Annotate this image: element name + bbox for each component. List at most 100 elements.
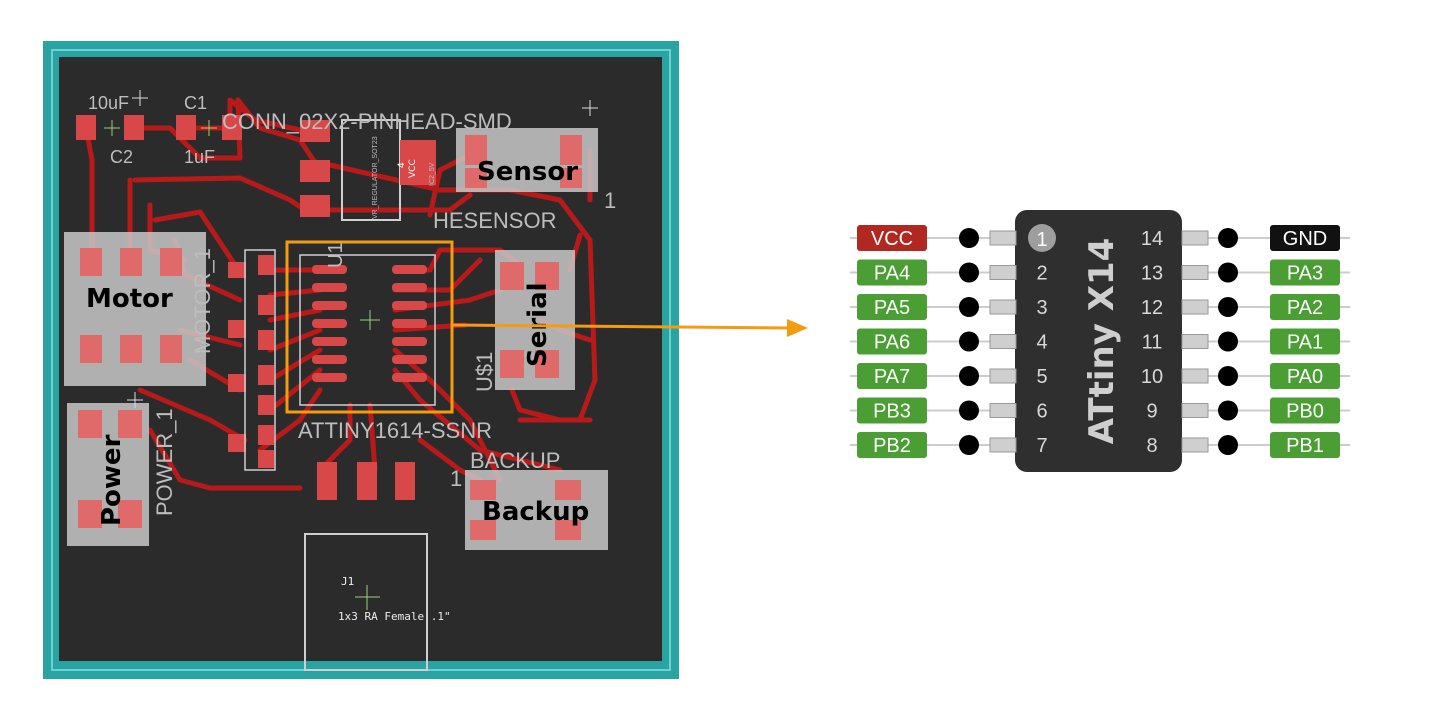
pin-dot bbox=[1218, 228, 1238, 248]
pin-leg bbox=[1181, 334, 1209, 349]
pin-dot bbox=[959, 297, 979, 317]
power-zone-label: Power bbox=[97, 434, 127, 526]
pin-label: PA2 bbox=[1287, 297, 1323, 319]
pin-number: 8 bbox=[1146, 435, 1157, 457]
left-pin-row: PA4 2 bbox=[850, 259, 1048, 286]
pin-leg bbox=[1181, 437, 1209, 453]
sensor-number: 1 bbox=[604, 188, 616, 213]
pin-label: PA1 bbox=[1287, 332, 1323, 354]
pin-label-badge bbox=[1270, 259, 1340, 286]
cap-10uf-label: 10uF bbox=[88, 93, 129, 113]
cap-c2-label: C2 bbox=[110, 147, 133, 167]
pin-label-badge bbox=[1270, 294, 1340, 320]
pin-dot bbox=[959, 366, 979, 386]
pin-number: 10 bbox=[1141, 366, 1163, 388]
pin-label-badge bbox=[1270, 397, 1340, 424]
cap-1uf-label: 1uF bbox=[184, 147, 215, 167]
pin-number: 9 bbox=[1146, 401, 1157, 423]
pin-dot bbox=[959, 435, 979, 455]
pin-label: PA6 bbox=[874, 332, 910, 354]
right-pin-row: PB0 9 bbox=[1146, 397, 1350, 424]
pin-label: PA0 bbox=[1287, 366, 1323, 388]
j1-label: J1 bbox=[341, 575, 354, 588]
motor-silk-label: MOTOR_1 bbox=[190, 248, 215, 354]
regulator-label: VR_REGULATOR_SOT23 bbox=[372, 136, 379, 219]
ic-name-label: ATTINY1614-SSNR bbox=[298, 418, 492, 443]
pin-label-badge bbox=[857, 432, 927, 458]
pin1-marker-text: 1 bbox=[1036, 229, 1047, 251]
u1-label: U1 bbox=[325, 242, 347, 268]
pin-number: 6 bbox=[1036, 401, 1047, 423]
pin1-marker bbox=[1028, 224, 1056, 252]
pin-leg bbox=[989, 403, 1017, 418]
capacitor-pads bbox=[76, 115, 242, 140]
pin-leg bbox=[1181, 299, 1209, 315]
j1-connector bbox=[304, 533, 428, 671]
backup-silk-label: BACKUP bbox=[470, 448, 560, 473]
pin-label-badge bbox=[1270, 363, 1340, 389]
pin-label-badge bbox=[857, 397, 927, 424]
pin-leg bbox=[989, 334, 1017, 349]
pin-label-badge bbox=[857, 363, 927, 389]
pin-dot bbox=[1218, 262, 1238, 283]
pin-label-badge bbox=[857, 259, 927, 286]
pin-label: PB2 bbox=[873, 435, 911, 457]
left-pin-row: VCC bbox=[850, 225, 1017, 251]
header-pads bbox=[300, 119, 436, 221]
pin-dot bbox=[1218, 400, 1238, 421]
pin-dot bbox=[1218, 435, 1238, 455]
reg-ic-label: IC2_5V bbox=[429, 162, 436, 186]
hesensor-label: HESENSOR bbox=[433, 208, 556, 233]
reg-pad-number: 4 bbox=[397, 162, 407, 168]
right-pin-row: PA0 10 bbox=[1141, 363, 1350, 389]
pin-label: PA4 bbox=[874, 263, 910, 285]
pin-label-badge bbox=[857, 225, 927, 251]
pin-number: 13 bbox=[1141, 263, 1163, 285]
pin-dot bbox=[1218, 366, 1238, 386]
callout-arrow bbox=[451, 319, 808, 337]
zone-pads bbox=[78, 135, 582, 540]
pin-number: 12 bbox=[1141, 297, 1163, 319]
ic-highlight-box bbox=[285, 240, 454, 414]
pin-number: 7 bbox=[1036, 435, 1047, 457]
backup-number: 1 bbox=[450, 466, 462, 491]
pin-dot bbox=[1218, 331, 1238, 352]
chip-name: ATtiny X14 bbox=[1082, 238, 1122, 445]
pin-label: GND bbox=[1283, 228, 1327, 250]
pin-number: 11 bbox=[1142, 332, 1163, 354]
pin-leg bbox=[989, 265, 1017, 280]
right-pin-row: GND 14 bbox=[1141, 225, 1350, 251]
pin-label: PB3 bbox=[873, 401, 911, 423]
pin-leg bbox=[1181, 403, 1209, 418]
resistor-pads bbox=[228, 249, 276, 471]
right-pin-row: PA2 12 bbox=[1141, 294, 1350, 320]
pin-leg bbox=[989, 299, 1017, 315]
backup-zone-label: Backup bbox=[482, 497, 589, 527]
pin-label: PB0 bbox=[1286, 401, 1324, 423]
pin-dot bbox=[959, 400, 979, 421]
pin-leg bbox=[1181, 368, 1209, 384]
pin-number: 14 bbox=[1141, 228, 1163, 250]
pin-leg bbox=[989, 437, 1017, 453]
pin-label-badge bbox=[1270, 225, 1340, 251]
pin-label-badge bbox=[1270, 328, 1340, 355]
reg-pad-label: VCC bbox=[408, 159, 418, 178]
pin-label: PA5 bbox=[874, 297, 910, 319]
pin-dot bbox=[959, 262, 979, 283]
cap-c1-label: C1 bbox=[184, 93, 207, 113]
left-pin-row: PB3 6 bbox=[850, 397, 1048, 424]
origin-marks bbox=[127, 90, 598, 408]
pin-label-badge bbox=[1270, 432, 1340, 458]
pin-dot bbox=[959, 228, 979, 248]
conn-header-label: CONN_02X2-PINHEAD-SMD bbox=[222, 109, 512, 134]
pin-label-badge bbox=[857, 328, 927, 355]
pin-label: VCC bbox=[871, 228, 913, 250]
pin-number: 2 bbox=[1036, 263, 1047, 285]
j1-description: 1x3 RA Female .1" bbox=[338, 610, 451, 623]
right-pin-row: PA1 11 bbox=[1142, 328, 1350, 355]
